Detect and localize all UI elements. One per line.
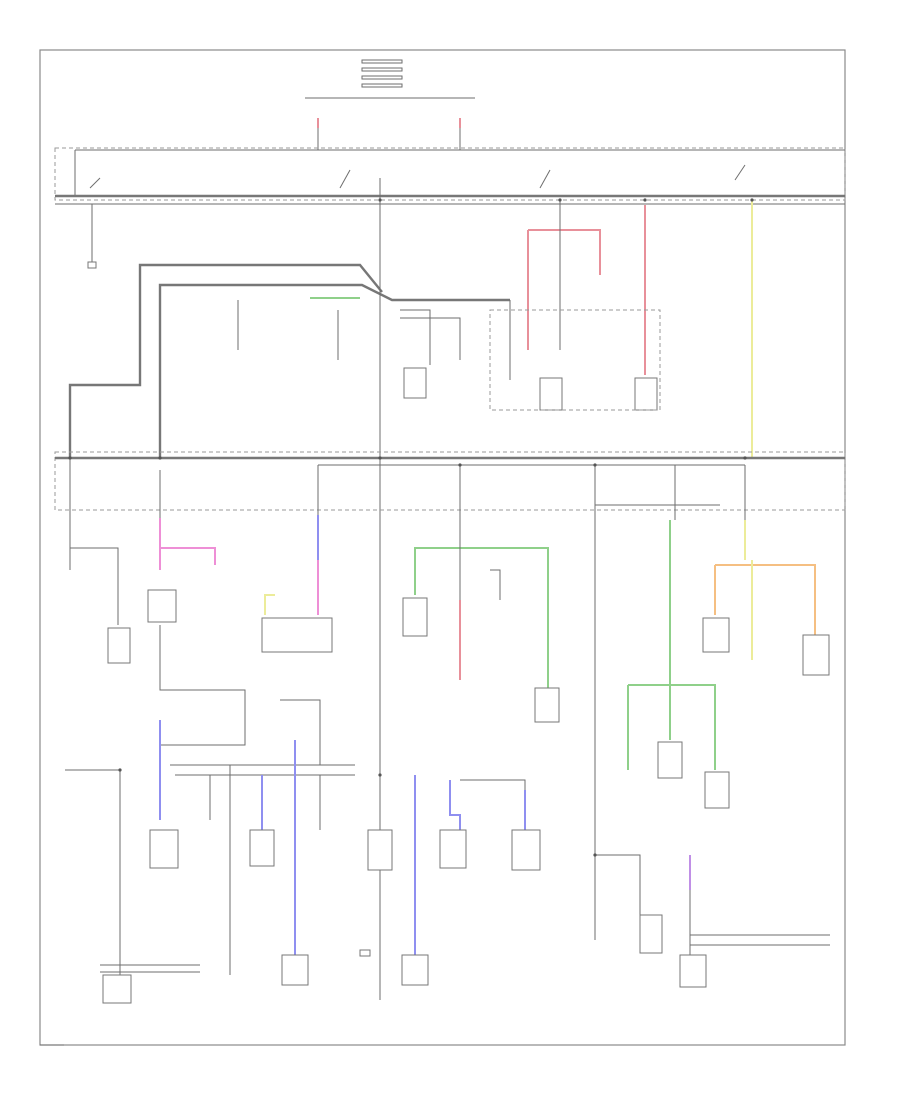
upper-gray-harness xyxy=(68,263,510,458)
diagram-frame xyxy=(39,49,846,1046)
upper-right-relays xyxy=(489,200,753,458)
fuse-panel xyxy=(54,451,846,940)
left-feed-circuit xyxy=(87,204,97,269)
lower-left-blue-harness xyxy=(65,699,355,986)
left-branch xyxy=(69,520,131,664)
right-green-harness xyxy=(595,520,730,954)
ignition-switch-block xyxy=(54,147,846,205)
fuse-box-header xyxy=(305,59,475,150)
junction-dots xyxy=(68,198,754,857)
bottom-right-violet-branch xyxy=(679,855,830,988)
right-yellow-orange-harness xyxy=(702,520,830,676)
center-left-branch xyxy=(261,515,333,653)
center-green-harness xyxy=(402,520,560,723)
pink-branch xyxy=(147,518,246,746)
bottom-left-components xyxy=(100,949,371,1004)
lower-center-blue-harness xyxy=(367,775,541,986)
